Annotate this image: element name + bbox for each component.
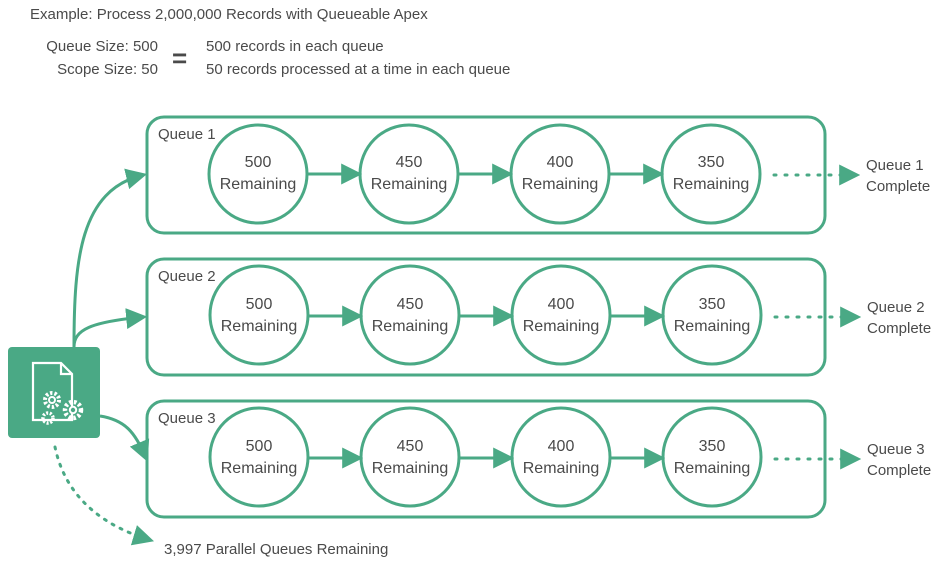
- queue-lane-1: Queue 1 500 Remaining 450 Remaining 400 …: [145, 115, 930, 235]
- source-icon-group: [8, 347, 100, 438]
- step-count: 400: [548, 438, 575, 455]
- step-remaining: Remaining: [221, 318, 297, 335]
- step-count: 400: [548, 296, 575, 313]
- source-icon-background: [8, 347, 100, 438]
- step-remaining: Remaining: [220, 176, 296, 193]
- step-count: 450: [397, 438, 424, 455]
- scope-size-label: Scope Size: 50: [57, 61, 158, 78]
- step-remaining: Remaining: [372, 460, 448, 477]
- document-gears-icon: [31, 361, 74, 422]
- connector-to-queue-3: [99, 414, 150, 462]
- queue-step-circle: [510, 406, 612, 508]
- complete-label-line1: Queue 3: [867, 441, 925, 458]
- queue-label: Queue 2: [158, 268, 216, 285]
- step-count: 450: [397, 296, 424, 313]
- queue-step-circle: [510, 264, 612, 366]
- queue-step-circle: [660, 123, 762, 225]
- queue-step-circle: [207, 123, 309, 225]
- queue-step-circle: [358, 123, 460, 225]
- complete-label-line2: Complete: [867, 320, 931, 337]
- queue-label: Queue 1: [158, 126, 216, 143]
- queue-step-circle: [208, 406, 310, 508]
- queue-box: [145, 115, 827, 235]
- step-remaining: Remaining: [674, 460, 750, 477]
- gear-icon: [41, 391, 84, 425]
- step-count: 350: [698, 154, 725, 171]
- step-remaining: Remaining: [523, 460, 599, 477]
- complete-label-line2: Complete: [867, 462, 931, 479]
- step-count: 500: [245, 154, 272, 171]
- queue-lane-2: Queue 2 500 Remaining 450 Remaining 400 …: [145, 257, 931, 377]
- connector-to-queue-2: [72, 308, 148, 348]
- connector-to-queue-1: [72, 168, 148, 348]
- equals-symbol: =: [172, 43, 188, 73]
- step-remaining: Remaining: [372, 318, 448, 335]
- step-count: 500: [246, 438, 273, 455]
- queue-step-circle: [359, 264, 461, 366]
- step-count: 350: [699, 296, 726, 313]
- step-count: 350: [699, 438, 726, 455]
- queue-box: [145, 257, 827, 377]
- queue-step-circle: [359, 406, 461, 508]
- complete-label-line2: Complete: [866, 178, 930, 195]
- connector-to-remaining-queues: [53, 445, 155, 546]
- queue-step-circle: [661, 264, 763, 366]
- step-remaining: Remaining: [221, 460, 297, 477]
- step-count: 500: [246, 296, 273, 313]
- queue-size-meaning: 500 records in each queue: [206, 38, 384, 55]
- queue-lane-3: Queue 3 500 Remaining 450 Remaining 400 …: [145, 399, 931, 519]
- step-remaining: Remaining: [371, 176, 447, 193]
- step-remaining: Remaining: [523, 318, 599, 335]
- remaining-queues-label: 3,997 Parallel Queues Remaining: [164, 541, 388, 558]
- step-remaining: Remaining: [674, 318, 750, 335]
- queue-size-label: Queue Size: 500: [46, 38, 158, 55]
- queue-step-circle: [661, 406, 763, 508]
- step-remaining: Remaining: [522, 176, 598, 193]
- queue-step-circle: [509, 123, 611, 225]
- queue-box: [145, 399, 827, 519]
- queue-label: Queue 3: [158, 410, 216, 427]
- step-remaining: Remaining: [673, 176, 749, 193]
- step-count: 450: [396, 154, 423, 171]
- complete-label-line1: Queue 1: [866, 157, 924, 174]
- step-count: 400: [547, 154, 574, 171]
- complete-label-line1: Queue 2: [867, 299, 925, 316]
- diagram-title: Example: Process 2,000,000 Records with …: [30, 6, 428, 23]
- scope-size-meaning: 50 records processed at a time in each q…: [206, 61, 511, 78]
- queue-step-circle: [208, 264, 310, 366]
